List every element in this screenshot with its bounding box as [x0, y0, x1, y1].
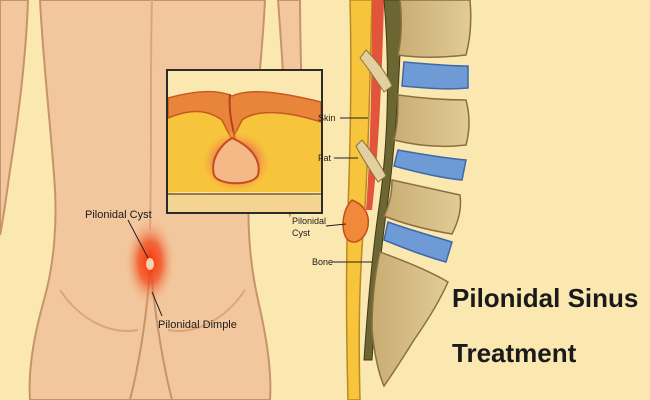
hip-curve-left	[59, 289, 139, 332]
hip-curve-right	[167, 289, 246, 332]
skin-cross-section-inset	[166, 69, 323, 214]
spine-cyst	[342, 199, 370, 243]
label-skin: Skin	[318, 113, 336, 123]
label-pilonidal-dimple: Pilonidal Dimple	[158, 319, 237, 331]
inset-base-line	[168, 192, 321, 212]
label-cyst-spine: Cyst	[292, 228, 310, 238]
cyst-leader-line	[127, 219, 149, 259]
inset-cyst	[212, 136, 260, 185]
label-bone: Bone	[312, 257, 333, 267]
cyst-spine-leader-line	[325, 223, 347, 227]
label-pilonidal-cyst: Pilonidal Cyst	[85, 209, 152, 221]
dimple-leader-line	[151, 291, 163, 317]
title-line-1: Pilonidal Sinus	[452, 283, 639, 313]
cyst-dot	[146, 258, 154, 270]
label-fat: Fat	[318, 153, 332, 163]
spinal-cord	[363, 0, 403, 361]
inset-skin-layer	[168, 90, 321, 142]
intervertebral-discs	[383, 61, 469, 263]
vertebrae	[355, 0, 472, 388]
spine-cross-section: Skin Fat Pilonidal Cyst Bone	[292, 0, 472, 400]
title-line-2: Treatment	[452, 338, 577, 368]
sacrum	[371, 251, 449, 388]
label-pilonidal-spine: Pilonidal	[292, 216, 326, 226]
spine-groove	[149, 0, 153, 231]
left-arm	[0, 0, 30, 236]
